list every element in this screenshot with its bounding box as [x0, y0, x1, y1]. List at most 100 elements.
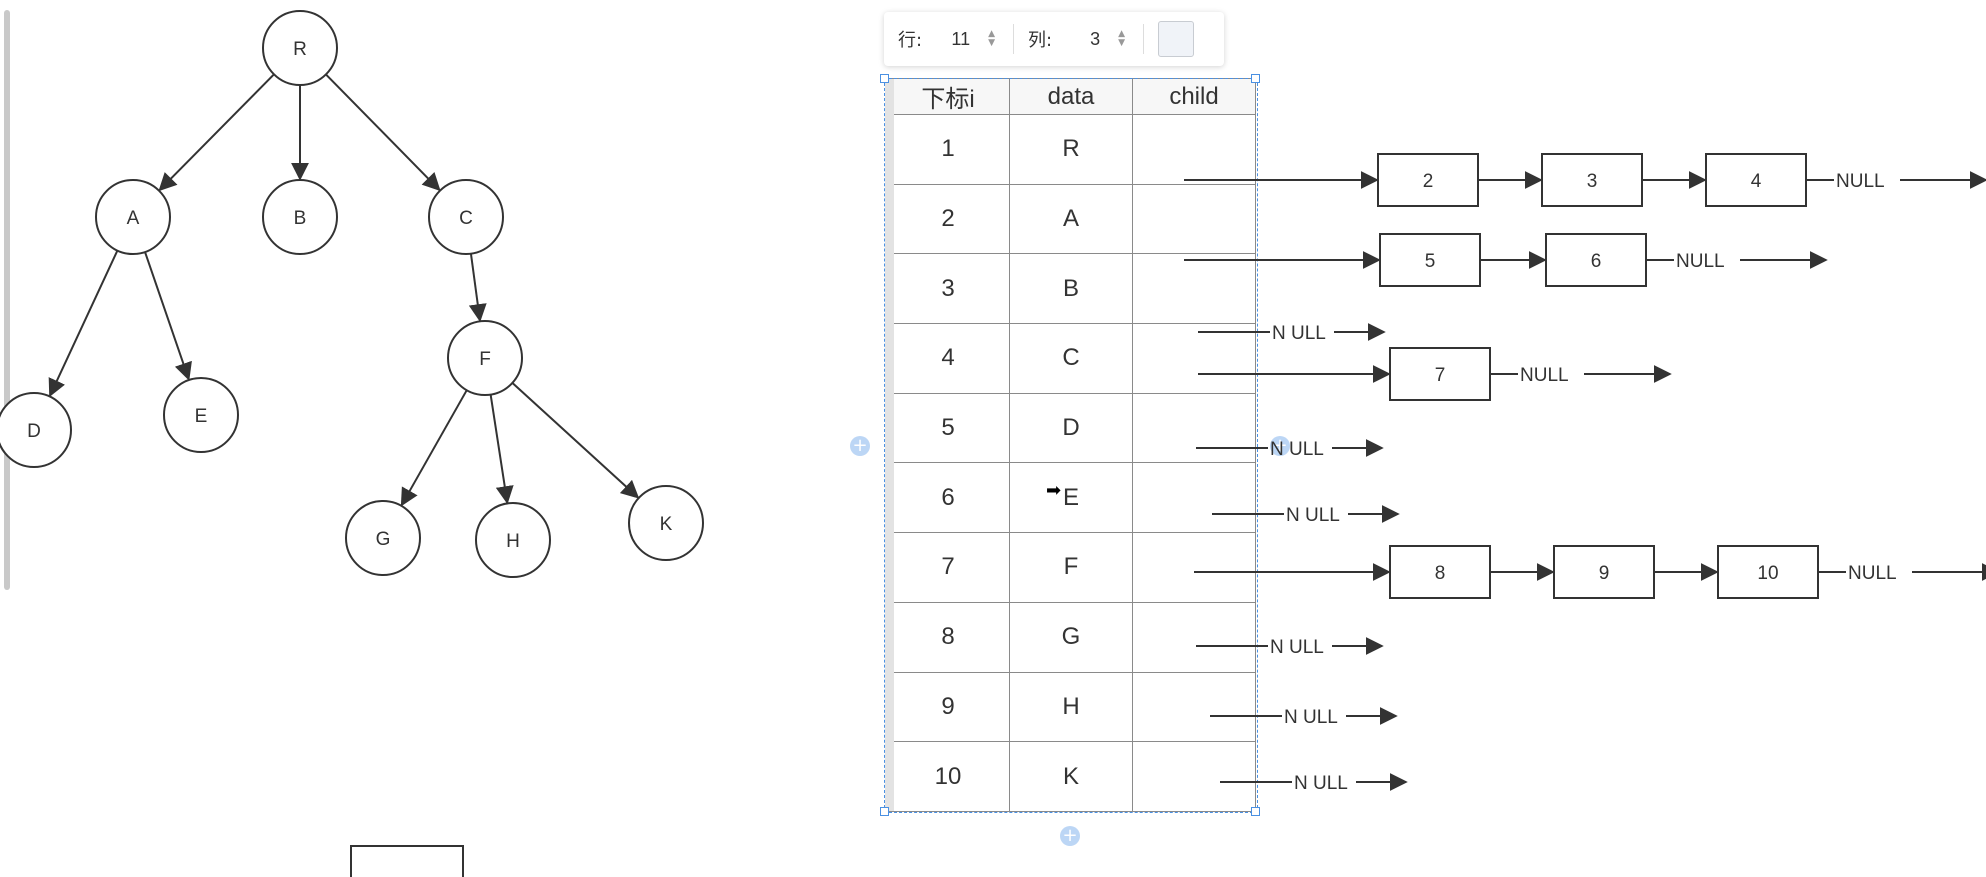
header-data[interactable]: data	[1009, 78, 1133, 115]
child-node-label: 2	[1423, 171, 1434, 192]
fill-color-button[interactable]	[1158, 21, 1194, 57]
resize-handle-bottom-left[interactable]	[880, 807, 889, 816]
tree-node-k[interactable]: K	[628, 485, 704, 561]
cell-index[interactable]: 1	[886, 114, 1010, 185]
child-node-label: 6	[1591, 251, 1602, 272]
move-cursor-icon: ➡	[1046, 480, 1062, 501]
tree-node-label: F	[479, 349, 491, 370]
null-label: N ULL	[1270, 439, 1324, 460]
cell-data[interactable]: E	[1009, 462, 1133, 534]
null-label: NULL	[1676, 251, 1725, 272]
cell-child[interactable]	[1132, 392, 1256, 464]
cell-index[interactable]: 5	[886, 392, 1010, 464]
tree-node-circle	[628, 485, 704, 561]
cell-child[interactable]	[1132, 183, 1256, 255]
tree-edge-a-d[interactable]	[48, 250, 119, 398]
cell-data[interactable]: R	[1009, 114, 1133, 185]
cell-data[interactable]: B	[1009, 253, 1133, 325]
child-node-box[interactable]	[1717, 545, 1819, 599]
cell-child[interactable]	[1132, 253, 1256, 325]
add-column-right-icon[interactable]: +	[1270, 436, 1290, 456]
cell-child[interactable]	[1132, 114, 1256, 185]
child-list-row-5: N ULL	[1196, 439, 1384, 460]
child-node-box[interactable]	[1705, 153, 1807, 207]
tree-edge-f-k[interactable]	[511, 382, 640, 499]
cell-index[interactable]: 2	[886, 183, 1010, 255]
resize-handle-top-right[interactable]	[1251, 74, 1260, 83]
tree-node-d[interactable]: D	[0, 392, 72, 468]
cell-data[interactable]: D	[1009, 392, 1133, 464]
cell-index[interactable]: 8	[886, 601, 1010, 673]
child-list-row-6: N ULL	[1212, 505, 1400, 526]
resize-handle-bottom-right[interactable]	[1251, 807, 1260, 816]
cell-data[interactable]: A	[1009, 183, 1133, 255]
tree-node-c[interactable]: C	[428, 179, 504, 255]
cell-child[interactable]	[1132, 323, 1256, 394]
child-node-box[interactable]	[1553, 545, 1655, 599]
tree-node-b[interactable]: B	[262, 179, 338, 255]
tree-node-f[interactable]: F	[447, 320, 523, 396]
header-child[interactable]: child	[1132, 78, 1256, 115]
tree-node-circle	[262, 179, 338, 255]
tree-node-label: K	[660, 514, 673, 535]
tree-node-circle	[447, 320, 523, 396]
tree-edge-c-f[interactable]	[468, 253, 487, 323]
null-label: N ULL	[1284, 707, 1338, 728]
cell-data[interactable]: G	[1009, 601, 1133, 673]
tree-edge-r-a[interactable]	[158, 73, 275, 192]
child-list-row-3: N ULL	[1198, 323, 1386, 344]
tree-node-circle	[95, 179, 171, 255]
cell-index[interactable]: 4	[886, 323, 1010, 394]
cell-data[interactable]: K	[1009, 741, 1133, 812]
child-list-row-8: N ULL	[1196, 637, 1384, 658]
child-node-box[interactable]	[1379, 233, 1481, 287]
col-count-spinner-icon[interactable]: ▲▼	[1118, 29, 1125, 48]
child-node-box[interactable]	[1389, 347, 1491, 401]
tree-node-circle	[262, 10, 338, 86]
cell-child[interactable]	[1132, 532, 1256, 603]
child-list-row-9: N ULL	[1210, 707, 1398, 728]
tree-node-circle	[475, 502, 551, 578]
tree-edge-r-c[interactable]	[325, 73, 441, 192]
cell-index[interactable]: 3	[886, 253, 1010, 325]
row-count-spinner-icon[interactable]: ▲▼	[988, 29, 995, 48]
col-count-label: 列:	[1028, 30, 1053, 51]
resize-handle-top-left[interactable]	[880, 74, 889, 83]
col-count-input[interactable]: 3	[1090, 28, 1101, 49]
header-index[interactable]: 下标i	[886, 78, 1010, 115]
tree-node-e[interactable]: E	[163, 377, 239, 453]
tree-edge-f-g[interactable]	[400, 389, 468, 507]
null-label: N ULL	[1272, 323, 1326, 344]
tree-node-label: D	[27, 421, 41, 442]
child-node-box[interactable]	[1541, 153, 1643, 207]
add-row-below-icon[interactable]: +	[1060, 826, 1080, 846]
child-node-box[interactable]	[1545, 233, 1647, 287]
child-node-box[interactable]	[1389, 545, 1491, 599]
child-node-label: 10	[1757, 563, 1778, 584]
tree-edge-f-h[interactable]	[489, 394, 514, 505]
null-label: NULL	[1848, 563, 1897, 584]
tree-node-r[interactable]: R	[262, 10, 338, 86]
tree-edge-a-e[interactable]	[144, 251, 192, 381]
cell-child[interactable]	[1132, 741, 1256, 812]
tree-node-a[interactable]: A	[95, 179, 171, 255]
cell-index[interactable]: 9	[886, 671, 1010, 743]
tree-node-circle	[0, 392, 72, 468]
tree-node-h[interactable]: H	[475, 502, 551, 578]
row-count-input[interactable]: 11	[951, 28, 971, 49]
cell-index[interactable]: 10	[886, 741, 1010, 812]
tree-node-g[interactable]: G	[345, 500, 421, 576]
vertical-scrollbar[interactable]	[4, 10, 10, 590]
tree-node-label: B	[294, 208, 307, 229]
cell-child[interactable]	[1132, 601, 1256, 673]
partial-shape[interactable]	[350, 845, 464, 877]
add-column-left-icon[interactable]: +	[850, 436, 870, 456]
